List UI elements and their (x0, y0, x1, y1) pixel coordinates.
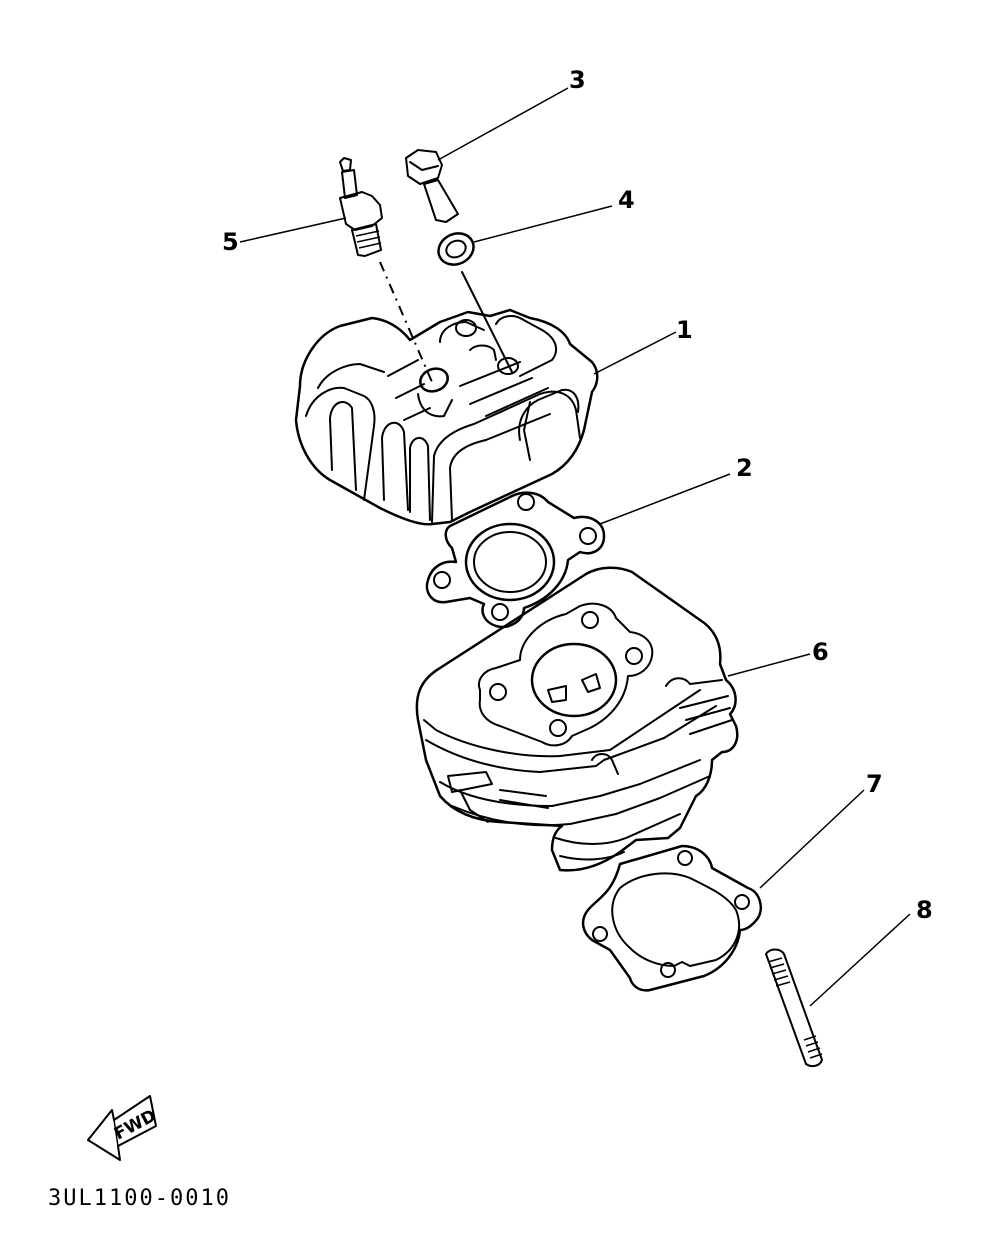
diagram-part-code: 3UL1100-0010 (48, 1186, 231, 1211)
head-gasket (425, 491, 606, 629)
leader-lines (239, 87, 911, 1007)
callout-2: 2 (736, 454, 753, 482)
cylinder-block (415, 566, 739, 872)
fwd-arrow-icon: FWD (87, 1095, 160, 1161)
callout-4: 4 (618, 186, 635, 214)
spark-plug (339, 157, 383, 257)
callout-6: 6 (812, 638, 829, 666)
copper-washer (437, 232, 475, 266)
fwd-label: FWD (111, 1106, 160, 1145)
callout-1: 1 (676, 316, 693, 344)
callout-3: 3 (569, 66, 586, 94)
spark-plug-axis-line (379, 261, 433, 383)
head-bolt (405, 149, 459, 223)
base-gasket (581, 844, 762, 992)
stud-bolt (765, 948, 823, 1068)
callout-7: 7 (866, 770, 883, 798)
callout-5: 5 (222, 228, 239, 256)
washer-axis-line (461, 271, 513, 373)
callout-8: 8 (916, 896, 933, 924)
cylinder-head (294, 308, 599, 526)
